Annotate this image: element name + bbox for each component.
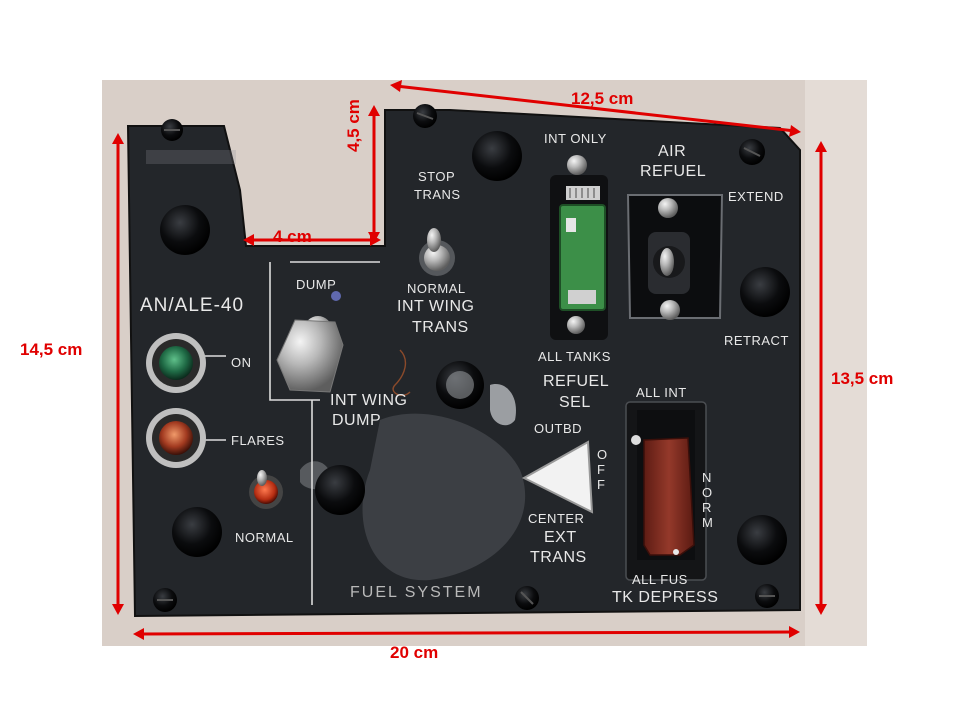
int-wing-trans-label-2: TRANS	[412, 319, 469, 336]
dump-knob	[276, 316, 344, 393]
screw	[739, 139, 765, 165]
dump-label: DUMP	[296, 277, 337, 292]
norm-label: NORM	[702, 470, 714, 530]
ext-trans-label-1: EXT	[544, 529, 577, 546]
screw	[755, 584, 779, 608]
paint-wear	[362, 413, 526, 581]
mount-knob	[436, 361, 484, 409]
all-int-label: ALL INT	[636, 385, 687, 400]
extend-label: EXTEND	[728, 189, 784, 204]
refuel-sel-label-1: REFUEL	[543, 373, 610, 390]
mount-knob	[315, 465, 365, 515]
screw	[161, 119, 183, 141]
mount-knob	[737, 515, 787, 565]
flares-label: FLARES	[231, 433, 285, 448]
on-indicator-lamp	[146, 333, 206, 393]
air-refuel-switch-assembly	[626, 194, 724, 320]
tk-depress-guarded-switch	[625, 401, 707, 581]
air-refuel-label-1: AIR	[658, 143, 687, 160]
all-fus-label: ALL FUS	[632, 572, 688, 587]
ext-trans-label-2: TRANS	[530, 549, 587, 566]
int-wing-dump-label-2: DUMP	[332, 412, 382, 429]
dump-indicator	[331, 291, 341, 301]
fuel-system-label: FUEL SYSTEM	[350, 584, 483, 601]
dimension-notch-width: 4 cm	[273, 227, 312, 246]
ale-40-title: AN/ALE-40	[140, 295, 245, 316]
dimension-right-height: 13,5 cm	[831, 369, 894, 388]
int-wing-trans-toggle	[419, 228, 455, 276]
divider-line	[269, 262, 320, 401]
paint-wear	[146, 150, 236, 164]
on-label: ON	[231, 355, 252, 370]
dimension-arrows	[112, 80, 827, 640]
mount-knob	[740, 267, 790, 317]
mount-knob	[172, 507, 222, 557]
int-wing-dump-label-1: INT WING	[330, 392, 408, 409]
normal-label: NORMAL	[235, 530, 294, 545]
tk-depress-label: TK DEPRESS	[612, 589, 719, 606]
dimension-bottom-width: 20 cm	[390, 643, 439, 662]
normal-toggle-switch	[249, 470, 283, 509]
stop-trans-label-2: TRANS	[414, 187, 461, 202]
int-only-label: INT ONLY	[544, 131, 607, 146]
refuel-sel-knob	[521, 440, 594, 514]
screw	[413, 104, 437, 128]
flares-indicator-lamp	[146, 408, 206, 468]
wall-right	[805, 80, 867, 646]
retract-label: RETRACT	[724, 333, 789, 348]
paint-wear	[490, 384, 516, 426]
mount-knob	[472, 131, 522, 181]
dimension-left-height: 14,5 cm	[20, 340, 83, 359]
air-refuel-label-2: REFUEL	[640, 163, 707, 180]
off-label: OFF	[597, 447, 608, 492]
screw	[515, 586, 539, 610]
outbd-label: OUTBD	[534, 421, 582, 436]
mount-knob	[160, 205, 210, 255]
int-only-toggle-assembly	[550, 155, 608, 340]
dimension-notch-height: 4,5 cm	[344, 99, 363, 152]
dimension-top-width: 12,5 cm	[571, 89, 634, 108]
wire	[392, 349, 411, 396]
center-label: CENTER	[528, 511, 585, 526]
int-wing-trans-normal-label: NORMAL	[407, 281, 466, 296]
refuel-sel-label-2: SEL	[559, 394, 591, 411]
stop-trans-label-1: STOP	[418, 169, 456, 184]
all-tanks-label: ALL TANKS	[538, 349, 611, 364]
screw	[153, 588, 177, 612]
int-wing-trans-label-1: INT WING	[397, 298, 475, 315]
